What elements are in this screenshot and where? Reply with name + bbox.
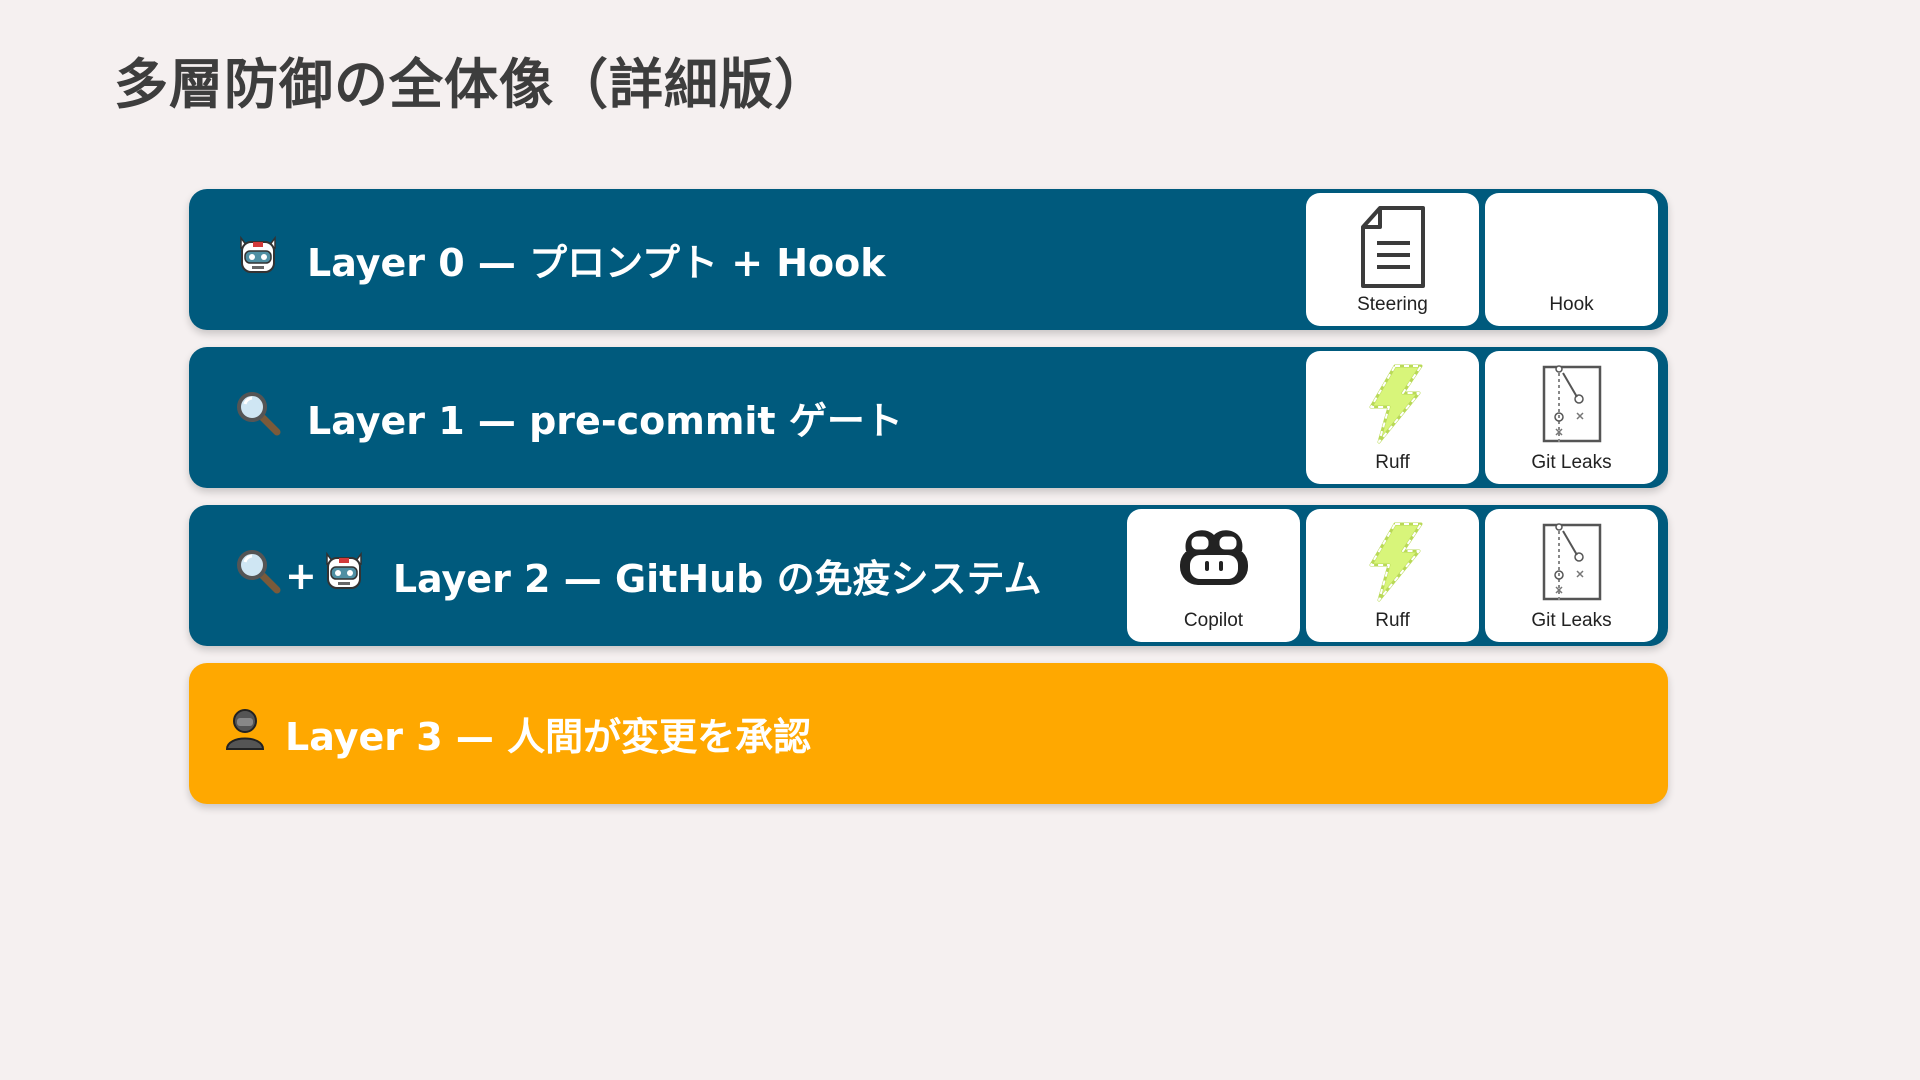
lightning-icon	[1306, 521, 1479, 603]
hook-label: Hook	[1549, 294, 1594, 315]
ruff-card: Ruff	[1306, 509, 1479, 642]
gitleaks-card: Git Leaks	[1485, 351, 1658, 484]
layer-2-label: Layer 2 — GitHub の免疫システム	[392, 557, 1042, 601]
hook-card: Hook	[1485, 193, 1658, 326]
layer-3-bar: Layer 3 — 人間が変更を承認	[189, 663, 1668, 804]
layer-2-bar: + Layer 2 — GitHub の免疫システム	[189, 505, 1668, 646]
magnifier-icon	[235, 548, 281, 603]
layer-0-label: Layer 0 — プロンプト + Hook	[307, 241, 886, 285]
ruff-label: Ruff	[1375, 610, 1410, 631]
zipper-icon	[1485, 363, 1658, 447]
robot-icon	[235, 232, 281, 287]
copilot-icon	[1127, 521, 1300, 591]
ruff-label: Ruff	[1375, 452, 1410, 473]
robot-icon	[321, 548, 367, 603]
ruff-card: Ruff	[1306, 351, 1479, 484]
copilot-card: Copilot	[1127, 509, 1300, 642]
layer-0-bar: Layer 0 — プロンプト + Hook Steering Hook	[189, 189, 1668, 330]
lightning-icon	[1306, 363, 1479, 445]
zipper-icon	[1485, 521, 1658, 605]
plus-sign: +	[285, 553, 317, 598]
gitleaks-card: Git Leaks	[1485, 509, 1658, 642]
page-title: 多層防御の全体像（詳細版）	[114, 53, 829, 116]
layer-3-label: Layer 3 — 人間が変更を承認	[285, 715, 812, 759]
magnifier-icon	[235, 390, 281, 445]
gitleaks-label: Git Leaks	[1531, 452, 1612, 473]
gitleaks-label: Git Leaks	[1531, 610, 1612, 631]
document-icon	[1306, 205, 1479, 289]
steering-card: Steering	[1306, 193, 1479, 326]
copilot-label: Copilot	[1183, 610, 1244, 631]
layer-1-label: Layer 1 — pre-commit ゲート	[307, 399, 903, 443]
layer-1-bar: Layer 1 — pre-commit ゲート Ruff	[189, 347, 1668, 488]
person-icon	[225, 707, 265, 760]
steering-label: Steering	[1357, 294, 1428, 315]
